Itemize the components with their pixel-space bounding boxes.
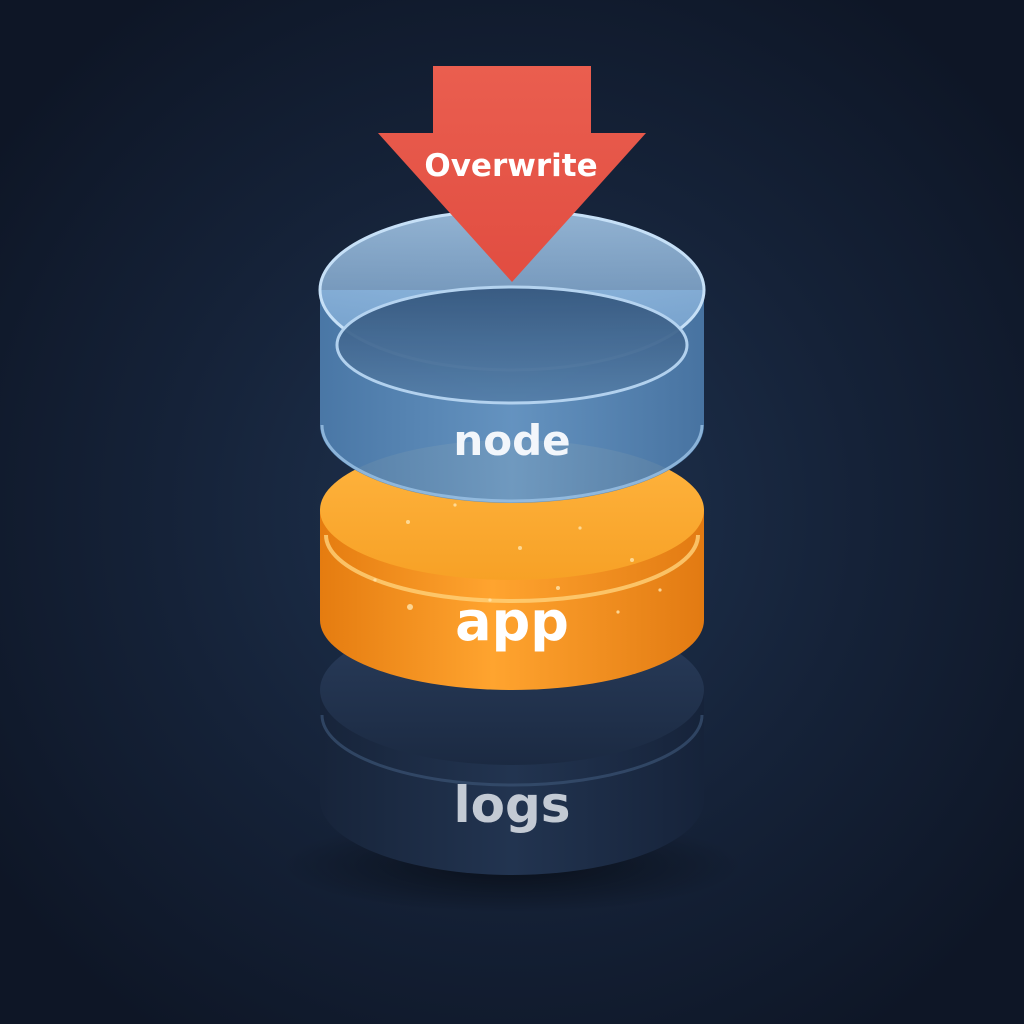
layer-app-label: app [455, 590, 569, 653]
layer-app-sparkles [373, 503, 662, 614]
layer-node-inner [335, 285, 689, 405]
layer-node-label: node [453, 416, 570, 465]
layer-node-bottom-edge [320, 424, 704, 503]
layer-app-highlight [324, 534, 700, 603]
layer-logs-label: logs [453, 776, 570, 834]
layer-node: node [318, 208, 706, 503]
overwrite-arrow-shape [378, 66, 646, 282]
overwrite-arrow-label: Overwrite [424, 148, 597, 184]
layer-logs-edge [320, 714, 704, 787]
overwrite-arrow: Overwrite [378, 66, 646, 282]
